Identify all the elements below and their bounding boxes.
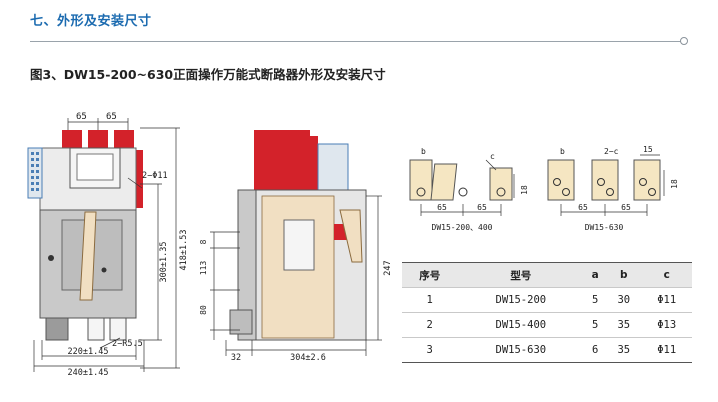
table-row: 1 DW15-200 5 30 Φ11 [402, 287, 692, 313]
header-b: b [606, 262, 642, 288]
dim-8: 8 [199, 239, 208, 244]
dim-hole: 2−Φ11 [142, 171, 168, 181]
detail-a-caption: DW15-200、400 [432, 223, 493, 232]
detail-a-hole-3 [496, 187, 506, 197]
left-accessory [27, 147, 43, 199]
cell-b: 35 [606, 312, 642, 338]
dim-113: 113 [199, 261, 208, 276]
cell-b: 30 [606, 287, 642, 313]
table-row: 3 DW15-630 6 35 Φ11 [402, 337, 692, 363]
dim-r55: 2−R5.5 [112, 339, 143, 349]
side-bottom-bracket [229, 309, 253, 335]
cell-c: Φ13 [641, 312, 692, 338]
detail-a-hole-1 [416, 187, 426, 197]
detail-a-bar-1 [409, 159, 433, 201]
terminal-detail-b: b 2−c 15 18 65 65 DW15-630 [547, 145, 679, 232]
header-a: a [584, 262, 607, 288]
detail-b-label-15: 15 [643, 145, 653, 154]
side-red-terminal [254, 130, 310, 192]
detail-b-65-left: 65 [578, 203, 588, 212]
front-window-inner [76, 153, 114, 181]
cell-index: 1 [402, 287, 458, 313]
detail-b-65-right: 65 [621, 203, 631, 212]
spec-table: 序号 型号 a b c 1 DW15-200 5 30 Φ11 2 DW15-4… [402, 262, 692, 363]
detail-b-bar-1 [547, 159, 575, 201]
detail-a-label-18: 18 [520, 185, 529, 195]
header-model: 型号 [457, 262, 585, 288]
front-screw-b [101, 267, 107, 273]
header-index: 序号 [402, 262, 458, 288]
top-terminal-left [62, 130, 82, 152]
side-terminal [133, 150, 143, 208]
cell-b: 35 [606, 337, 642, 363]
detail-a-label-b: b [421, 147, 426, 156]
side-accessory [317, 143, 349, 195]
detail-a-hole-2 [458, 187, 468, 197]
dim-304: 304±2.6 [290, 353, 326, 363]
detail-b-label-18: 18 [670, 179, 679, 189]
side-back-plate [237, 189, 257, 341]
detail-b-bar-3 [633, 159, 661, 201]
detail-b-caption: DW15-630 [585, 223, 624, 232]
cell-model: DW15-630 [457, 337, 585, 363]
cell-model: DW15-200 [457, 287, 585, 313]
cell-c: Φ11 [641, 337, 692, 363]
section-title: 七、外形及安装尺寸 [30, 14, 152, 29]
cell-a: 5 [584, 312, 607, 338]
detail-a-bar-2 [430, 163, 458, 201]
front-view-drawing: 65 65 2−Φ11 418±1.53 300±1.35 2−R5.5 220… [27, 112, 189, 378]
top-terminal-mid [88, 130, 108, 152]
dim-300: 300±1.35 [159, 242, 169, 283]
bottom-foot-mid [87, 317, 105, 341]
spec-table-header: 序号 型号 a b c [402, 262, 692, 288]
cell-index: 3 [402, 337, 458, 363]
dim-418: 418±1.53 [179, 230, 189, 271]
dim-80: 80 [199, 305, 208, 315]
dim-65-left: 65 [76, 112, 87, 122]
table-row: 2 DW15-400 5 35 Φ13 [402, 312, 692, 338]
detail-b-label-c: 2−c [604, 147, 619, 156]
side-red-bar [306, 136, 318, 194]
cell-model: DW15-400 [457, 312, 585, 338]
operating-handle [79, 211, 97, 301]
detail-a-65-right: 65 [477, 203, 487, 212]
detail-b-label-b: b [560, 147, 565, 156]
terminal-detail-a: b c 18 65 65 DW15-200、400 [409, 147, 529, 232]
detail-a-label-c: c [490, 152, 495, 161]
section-rule [30, 41, 682, 42]
side-window [283, 219, 315, 271]
cell-a: 5 [584, 287, 607, 313]
side-view-drawing: 8 113 80 247 32 304±2.6 [199, 130, 393, 363]
bottom-foot-left [45, 317, 69, 341]
detail-b-bar-2 [591, 159, 619, 201]
side-handle [339, 209, 363, 263]
top-terminal-right [114, 130, 134, 152]
dim-32: 32 [231, 353, 241, 363]
dim-220: 220±1.45 [68, 347, 109, 357]
detail-a-65-left: 65 [437, 203, 447, 212]
cell-index: 2 [402, 312, 458, 338]
dim-65-right: 65 [106, 112, 117, 122]
bottom-foot-right [109, 317, 127, 341]
cell-c: Φ11 [641, 287, 692, 313]
cell-a: 6 [584, 337, 607, 363]
dim-240: 240±1.45 [68, 368, 109, 378]
dim-247: 247 [383, 260, 393, 275]
header-c: c [641, 262, 692, 288]
figure-title: 图3、DW15-200~630正面操作万能式断路器外形及安装尺寸 [30, 67, 386, 82]
detail-a-bar-3 [489, 167, 513, 201]
front-screw-a [48, 255, 54, 261]
rule-end-dot [680, 37, 688, 45]
